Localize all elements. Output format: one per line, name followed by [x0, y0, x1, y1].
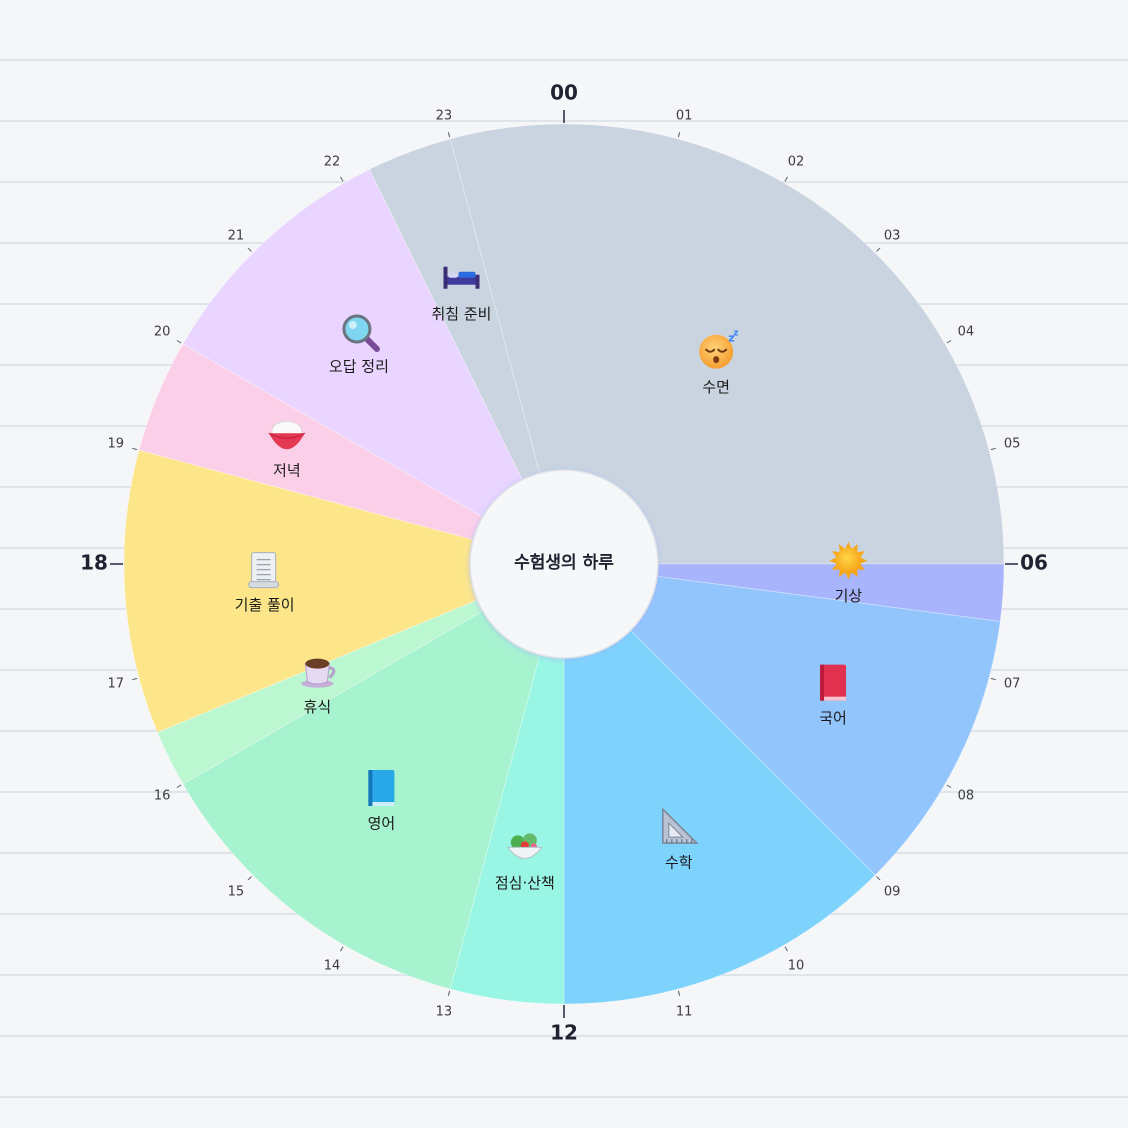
center-title: 수험생의 하루: [514, 552, 614, 573]
segment-label-6: 휴식: [304, 698, 332, 716]
segment-label-7: 기출 풀이: [235, 596, 295, 614]
hour-tick-8: [946, 784, 952, 788]
slice-1: [563, 563, 1005, 622]
salad-bowl-icon: [506, 833, 543, 859]
hour-label-09: 09: [884, 885, 901, 900]
hour-tick-22: [340, 176, 344, 182]
hour-tick-23: [447, 132, 451, 138]
slice-9: [182, 168, 565, 566]
slice-7: [123, 449, 566, 733]
hour-label-22: 22: [324, 155, 341, 170]
hour-label-15: 15: [228, 885, 245, 900]
segment-label-8: 저녁: [273, 462, 301, 480]
slice-6: [156, 563, 565, 785]
hour-label-16: 16: [154, 789, 171, 804]
hour-tick-20: [176, 340, 182, 344]
hour-label-10: 10: [788, 958, 805, 973]
hour-ticks: [110, 110, 1018, 1018]
hour-tick-3: [876, 247, 881, 252]
segment-label-10: 취침 준비: [432, 305, 492, 323]
rice-bowl-icon: [268, 420, 306, 450]
hour-tick-9: [876, 876, 881, 881]
hour-label-23: 23: [436, 108, 453, 123]
hour-label-13: 13: [436, 1005, 453, 1020]
hour-tick-11: [677, 990, 681, 996]
hour-label-00: 00: [550, 81, 578, 105]
segment-label-0: 수면: [702, 378, 730, 396]
segment-label-3: 수학: [665, 854, 693, 872]
hour-labels: 00 06 12 18 01 02 03 04 05 07 08 09 10 11 13 14 15 16 17 19…: [80, 81, 1048, 1045]
hour-label-05: 05: [1004, 436, 1021, 451]
hour-label-07: 07: [1004, 677, 1021, 692]
hour-label-20: 20: [154, 325, 171, 340]
segment-label-9: 오답 정리: [329, 358, 389, 376]
hour-label-03: 03: [884, 228, 901, 243]
hour-label-01: 01: [676, 108, 693, 123]
hour-tick-10: [784, 946, 788, 952]
scroll-document-icon: [248, 552, 280, 589]
slice-8: [138, 343, 565, 565]
hour-tick-7: [990, 677, 996, 681]
triangle-ruler-icon: [662, 807, 699, 844]
hour-tick-5: [990, 447, 996, 451]
slice-10: [368, 138, 565, 565]
hour-label-06: 06: [1020, 551, 1048, 575]
hour-label-02: 02: [788, 155, 805, 170]
hour-label-18: 18: [80, 551, 108, 575]
sun-icon: [829, 541, 868, 580]
hour-label-12: 12: [550, 1021, 578, 1045]
segment-label-1: 기상: [835, 587, 863, 605]
blue-book-icon: [368, 770, 395, 807]
hour-label-08: 08: [958, 789, 975, 804]
hour-tick-19: [132, 447, 138, 451]
segment-label-5: 영어: [368, 815, 396, 833]
segment-label-2: 국어: [819, 709, 847, 727]
hour-tick-13: [447, 990, 451, 996]
hour-label-17: 17: [108, 677, 125, 692]
hour-label-11: 11: [676, 1005, 693, 1020]
slice-4: [449, 563, 565, 1005]
slice-2: [562, 563, 1001, 876]
hour-tick-15: [247, 876, 252, 881]
svg-text:z: z: [728, 332, 734, 345]
hour-tick-16: [176, 784, 182, 788]
svg-text:z: z: [733, 329, 738, 339]
center-disc: [469, 469, 659, 659]
hour-tick-21: [247, 247, 252, 252]
sleeping-face-icon: zz: [699, 329, 738, 369]
coffee-cup-icon: [301, 658, 336, 688]
hour-label-21: 21: [228, 228, 245, 243]
segment-label-4: 점심·산책: [495, 874, 555, 892]
slice-3: [563, 563, 876, 1005]
hour-tick-14: [340, 946, 344, 952]
hour-tick-2: [784, 176, 788, 182]
magnifier-icon: [342, 314, 380, 353]
hour-label-14: 14: [324, 958, 341, 973]
bed-icon: [443, 266, 480, 289]
hour-label-19: 19: [108, 436, 125, 451]
hour-tick-1: [677, 132, 681, 138]
hour-tick-17: [132, 677, 138, 681]
red-book-icon: [820, 664, 847, 701]
hour-label-04: 04: [958, 325, 975, 340]
hour-tick-4: [946, 340, 952, 344]
